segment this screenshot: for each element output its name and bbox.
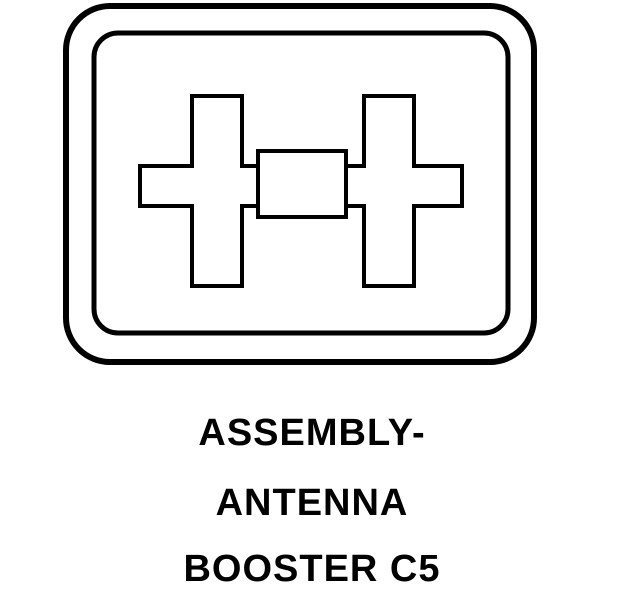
caption-line-3: BOOSTER C5 bbox=[183, 548, 441, 590]
center-connector-box bbox=[256, 149, 348, 219]
outer-frame bbox=[63, 3, 537, 365]
inner-frame bbox=[91, 30, 511, 336]
right-cross-shape bbox=[344, 94, 464, 288]
caption-line-2: ANTENNA bbox=[215, 482, 409, 524]
left-cross-shape bbox=[138, 94, 260, 288]
antenna-booster-assembly-icon bbox=[63, 3, 537, 365]
caption-line-1: ASSEMBLY- bbox=[198, 412, 426, 454]
